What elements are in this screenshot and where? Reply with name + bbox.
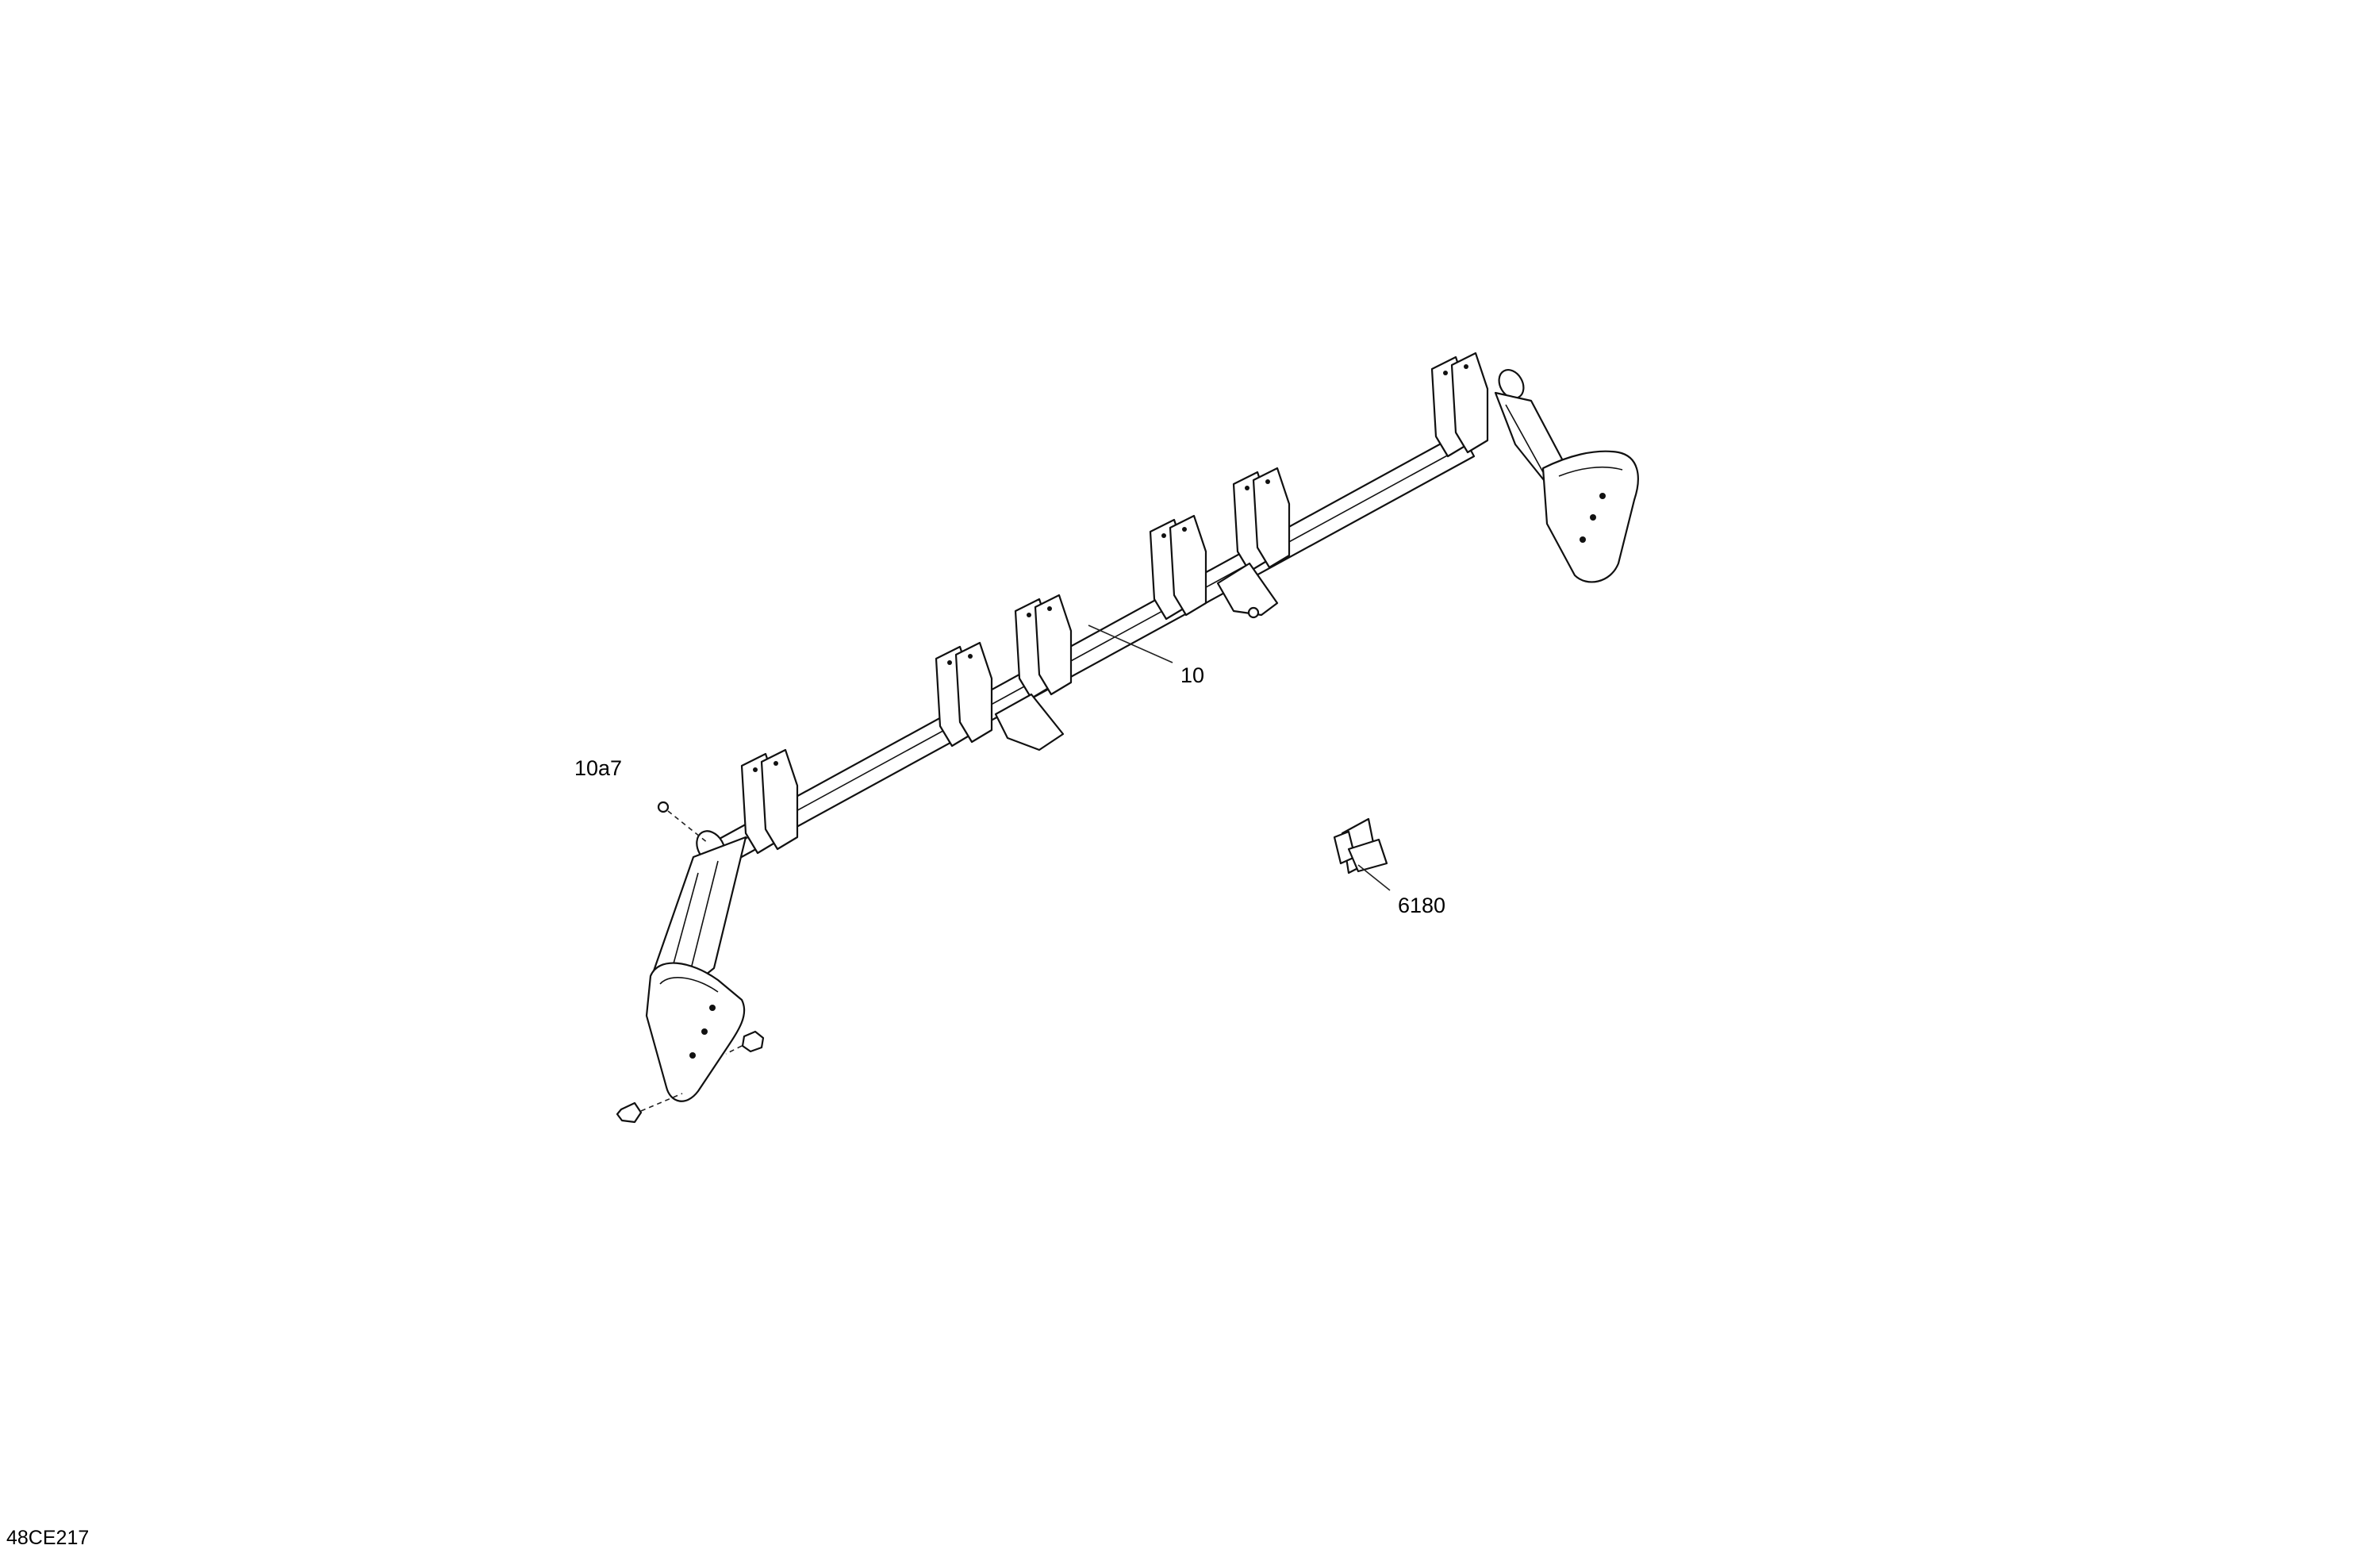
leader-10	[1088, 625, 1173, 663]
bolt-left	[616, 1093, 683, 1124]
figure-id: 48CE217	[6, 1527, 90, 1549]
callout-label-6180: 6180	[1398, 894, 1446, 917]
bracket-1	[740, 748, 799, 855]
nut-10a7	[657, 801, 708, 844]
leader-6180	[1357, 864, 1391, 891]
gusset-2	[1216, 562, 1279, 619]
bracket-4	[1149, 514, 1207, 621]
bracket-6	[1430, 352, 1489, 458]
left-foot-plate	[645, 962, 746, 1102]
callout-label-10a7: 10a7	[574, 756, 623, 780]
bracket-5	[1232, 467, 1291, 573]
bracket-2	[935, 641, 993, 748]
main-tube	[716, 431, 1476, 865]
gusset-1	[994, 693, 1065, 751]
bracket-3	[1014, 594, 1073, 700]
nut-left	[725, 1030, 765, 1055]
right-foot-plate	[1541, 450, 1639, 583]
clip-part-6180	[1333, 817, 1388, 874]
callout-label-10: 10	[1180, 663, 1205, 687]
